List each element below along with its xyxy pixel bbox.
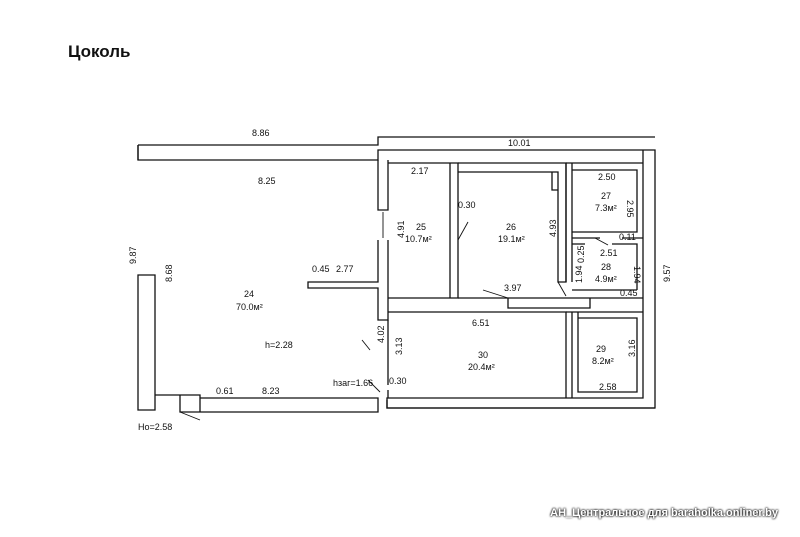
corridor-wall-top xyxy=(458,297,643,309)
dim-r29-side: 3.16 xyxy=(627,339,637,357)
door-corridor xyxy=(482,289,509,299)
dim-outer-left: 9.87 xyxy=(128,246,138,264)
door-24-diag xyxy=(361,339,371,351)
outer-wall-right xyxy=(386,150,655,409)
room-27-area: 7.3м² xyxy=(595,203,617,213)
room-25-number: 25 xyxy=(416,222,426,232)
door-30 xyxy=(367,379,381,393)
room-25-area: 10.7м² xyxy=(405,234,432,244)
dim-outer-right: 9.57 xyxy=(662,264,672,282)
room-29-number: 29 xyxy=(596,344,606,354)
dim-top-right: 10.01 xyxy=(508,138,531,148)
dim-r28-bottom: 0.45 xyxy=(620,288,638,298)
door-26-corridor xyxy=(557,281,567,297)
room-29-area: 8.2м² xyxy=(592,356,614,366)
dim-r30-door: 0.30 xyxy=(389,376,407,386)
outer-wall-left xyxy=(137,274,156,411)
room-24-height: h=2.28 xyxy=(265,340,293,350)
dim-r27-side: 2.95 xyxy=(625,200,635,218)
room-24-area: 70.0м² xyxy=(236,302,263,312)
dim-r25-side: 4.91 xyxy=(396,220,406,238)
dim-corridor-width: 6.51 xyxy=(472,318,490,328)
dim-r28-gap: 0.11 xyxy=(619,232,636,242)
dim-bottom-small: 0.61 xyxy=(216,386,234,396)
dim-room24-top: 8.25 xyxy=(258,176,276,186)
room-24-number: 24 xyxy=(244,289,254,299)
dim-r28-top: 2.51 xyxy=(600,248,618,258)
room-29-walls xyxy=(566,311,643,398)
dim-top-left: 8.86 xyxy=(252,128,270,138)
dim-ledge-a: 0.45 xyxy=(312,264,330,274)
dim-r26-side: 4.93 xyxy=(548,219,558,237)
wall-24-25 xyxy=(307,160,389,321)
dim-r28-left: 0.25 xyxy=(576,245,586,263)
door-28 xyxy=(594,237,609,246)
dim-room24-left: 8.68 xyxy=(164,264,174,282)
dim-r27-top: 2.50 xyxy=(598,172,616,182)
dim-r25-top: 2.17 xyxy=(411,166,429,176)
door-swing-bottom xyxy=(179,411,201,421)
room-27-number: 27 xyxy=(601,191,611,201)
door-26 xyxy=(457,221,469,241)
dim-ledge-b: 2.77 xyxy=(336,264,354,274)
dim-r26-door: 0.30 xyxy=(458,200,476,210)
room-25-walls xyxy=(388,162,459,299)
outer-wall-bottom xyxy=(155,394,379,413)
dim-diag-402: 4.02 xyxy=(376,325,386,343)
dim-beam-height: hзаг=1.66 xyxy=(333,378,373,388)
room-28-number: 28 xyxy=(601,262,611,272)
room-26-area: 19.1м² xyxy=(498,234,525,244)
dim-r29-bottom: 2.58 xyxy=(599,382,617,392)
floor-title: Цоколь xyxy=(68,42,131,61)
dim-r28-left2: 1.94 xyxy=(574,265,584,283)
room-30-number: 30 xyxy=(478,350,488,360)
dim-r28-right: 1.94 xyxy=(632,266,642,284)
room-28-area: 4.9м² xyxy=(595,274,617,284)
dim-floor-height: Hо=2.58 xyxy=(138,422,172,432)
dim-corridor-gap: 3.97 xyxy=(504,283,522,293)
dim-r30-side: 3.13 xyxy=(394,337,404,355)
room-27-walls xyxy=(565,162,643,282)
watermark: АН_Центральное для baraholka.onliner.by xyxy=(550,507,778,519)
dim-bottom-main: 8.23 xyxy=(262,386,280,396)
room-28-walls xyxy=(572,243,638,291)
room-26-walls xyxy=(458,162,567,283)
room-30-area: 20.4м² xyxy=(468,362,495,372)
room-26-number: 26 xyxy=(506,222,516,232)
